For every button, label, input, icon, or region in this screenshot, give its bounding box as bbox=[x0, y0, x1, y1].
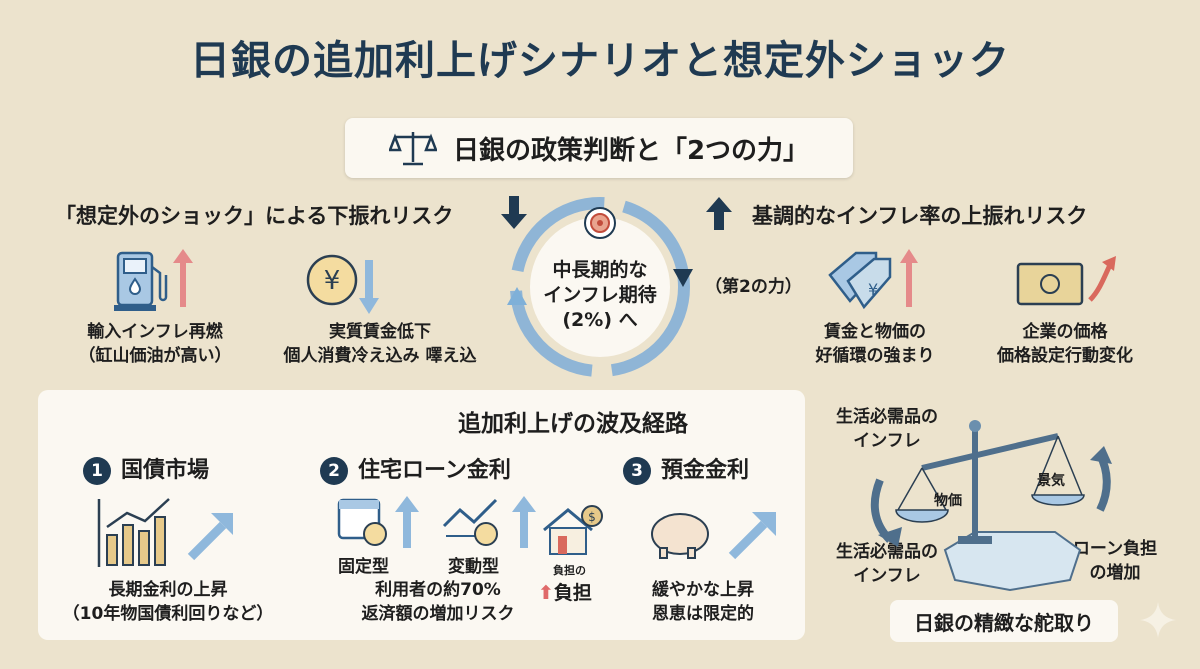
step-bond-market: 1 国債市場 bbox=[83, 452, 209, 485]
label-line: 生活必需品の bbox=[836, 542, 938, 562]
label-line: （10年物国債利回りなど） bbox=[62, 604, 274, 624]
label-line: の増加 bbox=[1089, 563, 1141, 583]
label-line: 輸入インフレ再燃 bbox=[87, 322, 223, 342]
pan-economy-label: 景気 bbox=[1037, 473, 1065, 489]
label-line: 価格設定行動変化 bbox=[997, 346, 1133, 366]
step-number: 2 bbox=[320, 457, 348, 485]
upside-risk-heading: 基調的なインフレ率の上振れリスク bbox=[752, 204, 1088, 228]
label-line: インフレ bbox=[853, 431, 921, 451]
arrow-down-icon bbox=[501, 196, 527, 229]
label-line: インフレ bbox=[853, 566, 921, 586]
label-line: 企業の価格 bbox=[1022, 322, 1108, 342]
label-line: 個人消費冷え込み 㘁え込 bbox=[283, 346, 477, 366]
label-line: 緩やかな上昇 bbox=[652, 580, 754, 600]
panel-heading: 追加利上げの波及経路 bbox=[458, 411, 688, 437]
variable-rate-label: 変動型 bbox=[448, 557, 499, 577]
svg-text:$: $ bbox=[588, 510, 596, 524]
label-line: ローン負担 bbox=[1072, 539, 1158, 559]
target-icon bbox=[584, 207, 616, 239]
real-wage-label: 実質賃金低下個人消費冷え込み 㘁え込 bbox=[255, 320, 505, 368]
policy-label: 日銀の政策判断と「2つの力」 bbox=[452, 135, 810, 166]
pricing-behavior-label: 企業の価格価格設定行動変化 bbox=[980, 320, 1150, 368]
boj-steering-tag: 日銀の精緻な舵取り bbox=[890, 600, 1118, 642]
label-line: 返済額の増加リスク bbox=[361, 604, 515, 624]
label-line: （缸山価油が高い） bbox=[78, 346, 232, 366]
burden-label: ⬆負担 bbox=[538, 578, 592, 605]
label-line: 恩恵は限定的 bbox=[652, 604, 754, 624]
step-title: 住宅ローン金利 bbox=[358, 458, 511, 483]
import-inflation-label: 輸入インフレ再燃 （缸山価油が高い） bbox=[70, 320, 240, 368]
step3-desc: 緩やかな上昇恩恵は限定的 bbox=[623, 578, 783, 626]
step-title: 国債市場 bbox=[121, 458, 210, 483]
yen-coin-icon: ¥ bbox=[306, 254, 379, 314]
step-housing-loan: 2 住宅ローン金利 bbox=[320, 452, 511, 485]
label-line: (2%) へ bbox=[562, 309, 638, 331]
balance-scale-icon bbox=[870, 420, 1112, 592]
label-line: 好循環の強まり bbox=[815, 346, 935, 366]
downside-risk-heading: 「想定外のショック」による下振れリスク bbox=[55, 204, 454, 228]
fixed-rate-label: 固定型 bbox=[338, 557, 389, 577]
inflation-expectation-cycle bbox=[507, 197, 693, 377]
necessities-inflation-top: 生活必需品のインフレ bbox=[822, 405, 952, 453]
piggy-bank-icon bbox=[651, 512, 776, 560]
necessities-inflation-bottom: 生活必需品のインフレ bbox=[822, 540, 952, 588]
step-number: 1 bbox=[83, 457, 111, 485]
banknote-icon bbox=[1016, 256, 1116, 306]
label-line: 中長期的な bbox=[552, 259, 648, 281]
step-title: 預金金利 bbox=[661, 458, 750, 483]
calendar-clock-icon bbox=[337, 496, 419, 548]
scale-icon bbox=[388, 132, 437, 166]
label-line: インフレ期待 bbox=[543, 284, 657, 306]
fuel-pump-icon bbox=[114, 249, 193, 311]
rising-line-clock-icon bbox=[442, 496, 536, 548]
label-line: 長期金利の上昇 bbox=[108, 580, 228, 600]
label-line: 実質賃金低下 bbox=[329, 322, 431, 342]
page-title: 日銀の追加利上げシナリオと想定外ショック bbox=[190, 38, 1010, 84]
step2-desc: 利用者の約70% 返済額の増加リスク bbox=[328, 578, 548, 626]
step-number: 3 bbox=[623, 457, 651, 485]
center-label: 中長期的なインフレ期待 (2%) へ bbox=[520, 258, 680, 333]
arrow-up-icon: ⬆ bbox=[538, 582, 554, 604]
bar-chart-rising-icon bbox=[97, 498, 233, 567]
loan-burden-label: ローン負担の増加 bbox=[1060, 537, 1170, 585]
pan-prices-label: 物価 bbox=[934, 493, 962, 509]
step1-desc: 長期金利の上昇 （10年物国債利回りなど） bbox=[48, 578, 288, 626]
burden-small-label: 負担の bbox=[553, 564, 586, 577]
label-line: 生活必需品の bbox=[836, 407, 938, 427]
price-tag-icon: ¥ bbox=[828, 249, 918, 310]
policy-box: 日銀の政策判断と「2つの力」 bbox=[345, 118, 853, 178]
sparkle-icon bbox=[1140, 602, 1176, 638]
house-money-icon: $ bbox=[543, 505, 603, 555]
svg-text:¥: ¥ bbox=[868, 280, 878, 299]
wage-price-label: 賃金と物価の好循環の強まり bbox=[790, 320, 960, 368]
label-line: 賃金と物価の bbox=[824, 322, 926, 342]
step-deposit-rate: 3 預金金利 bbox=[623, 452, 749, 485]
svg-text:¥: ¥ bbox=[324, 266, 341, 296]
label-line: 負担 bbox=[553, 582, 592, 604]
second-force-label: （第2の力） bbox=[705, 277, 802, 297]
label-line: 利用者の約70% bbox=[375, 580, 501, 600]
arrow-up-icon bbox=[706, 197, 732, 230]
